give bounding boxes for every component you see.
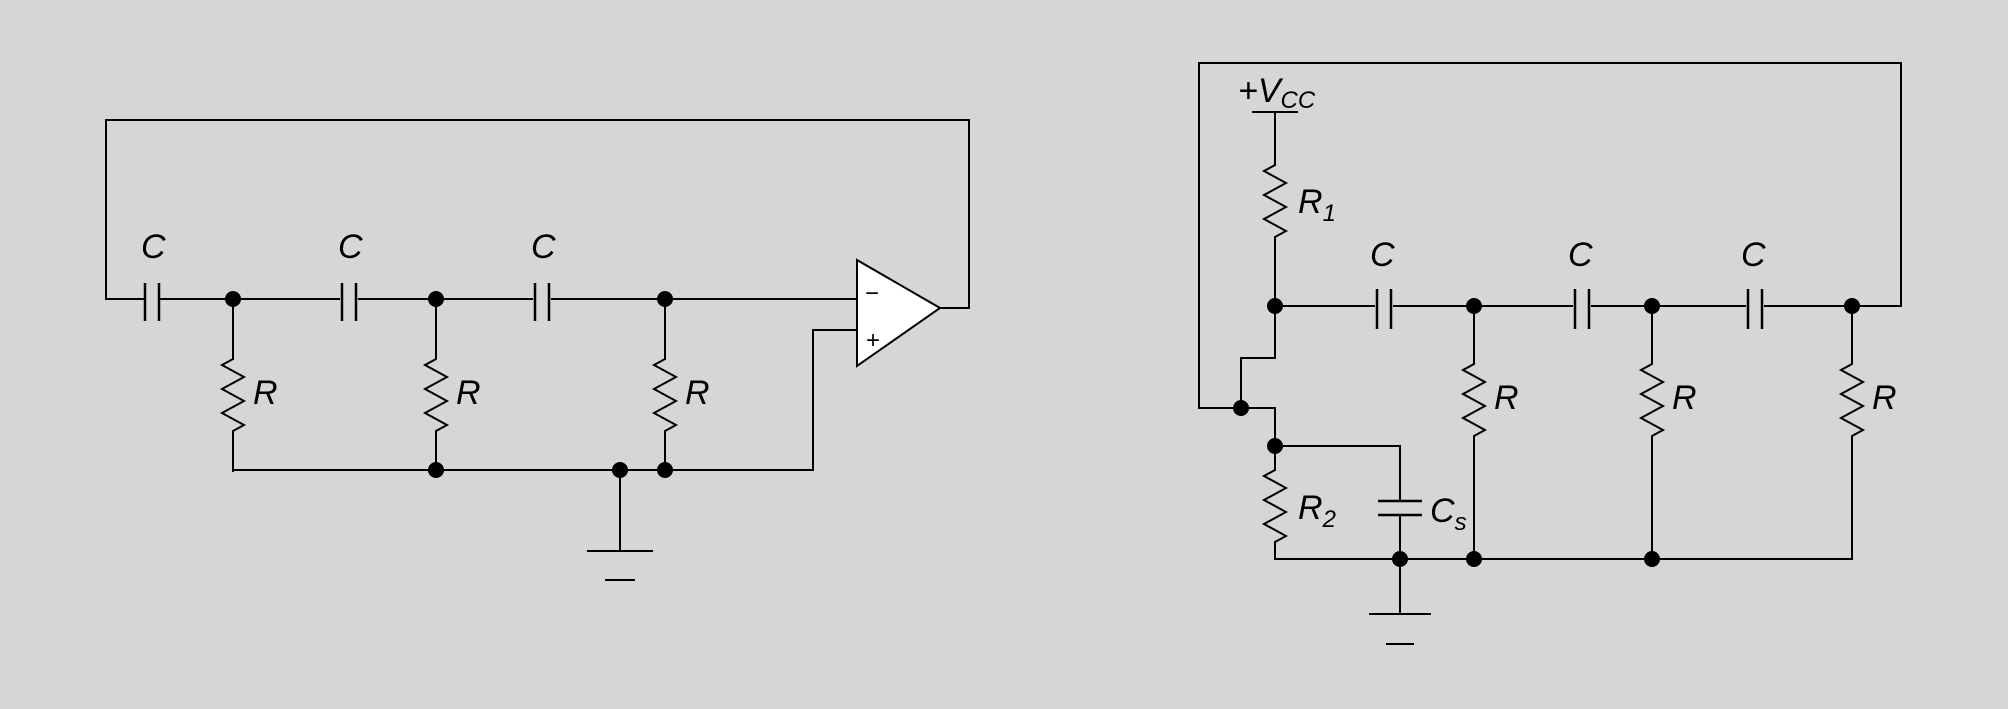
transistor-phase-shift-oscillator: +VCC R1 C C C xyxy=(1198,62,1902,645)
junction-node xyxy=(1267,298,1283,314)
junction-node xyxy=(1466,298,1482,314)
collector-wire xyxy=(1240,305,1276,409)
junction-node xyxy=(1644,551,1660,567)
noninverting-input-label: + xyxy=(866,327,880,354)
capacitor-label: C xyxy=(1568,236,1593,274)
junction-node xyxy=(1267,438,1283,454)
feedback-wire xyxy=(1198,62,1902,409)
feedback-wire xyxy=(105,119,970,309)
capacitor xyxy=(140,283,161,321)
junction-node xyxy=(657,462,673,478)
junction-node xyxy=(428,291,444,307)
resistor xyxy=(1838,305,1866,560)
resistor-label: R xyxy=(456,374,481,412)
capacitor-label: C xyxy=(1370,236,1395,274)
capacitor xyxy=(533,283,551,321)
junction-node xyxy=(657,291,673,307)
junction-node xyxy=(225,291,241,307)
supply-label: +VCC xyxy=(1238,72,1316,114)
resistor-label: R xyxy=(253,374,278,412)
wire xyxy=(1274,445,1401,501)
capacitor xyxy=(340,283,358,321)
opamp: − + xyxy=(856,258,942,368)
capacitor xyxy=(1746,289,1764,329)
capacitor-label: C xyxy=(338,228,363,266)
resistor-r2 xyxy=(1261,445,1289,560)
capacitor xyxy=(1573,289,1591,329)
resistor xyxy=(1460,305,1488,560)
resistor xyxy=(651,298,679,469)
junction-node xyxy=(1644,298,1660,314)
opamp-phase-shift-oscillator: C C C R R R − + xyxy=(105,119,970,581)
capacitor-label: C xyxy=(1741,236,1766,274)
resistor-r1-label: R1 xyxy=(1298,183,1336,227)
capacitor-label: C xyxy=(531,228,556,266)
resistor-label: R xyxy=(1494,379,1519,417)
ground-symbol xyxy=(587,469,653,581)
resistor xyxy=(1638,305,1666,560)
resistor-r1 xyxy=(1261,111,1289,307)
junction-node xyxy=(428,462,444,478)
resistor-label: R xyxy=(685,374,710,412)
junction-node xyxy=(1466,551,1482,567)
transistor xyxy=(1240,407,1276,447)
inverting-input-label: − xyxy=(865,280,879,307)
resistor xyxy=(422,298,450,469)
ground-symbol xyxy=(1369,558,1431,645)
wire xyxy=(812,329,858,471)
junction-node xyxy=(612,462,628,478)
resistor-r2-label: R2 xyxy=(1298,489,1336,533)
junction-node xyxy=(1844,298,1860,314)
capacitor-cs-label: Cs xyxy=(1430,492,1467,536)
junction-node xyxy=(1392,551,1408,567)
junction-node xyxy=(1233,400,1249,416)
resistor xyxy=(219,298,247,472)
capacitor xyxy=(1375,289,1393,329)
capacitor-cs xyxy=(1378,499,1422,517)
resistor-label: R xyxy=(1872,379,1897,417)
capacitor-label: C xyxy=(141,228,166,266)
resistor-label: R xyxy=(1672,379,1697,417)
